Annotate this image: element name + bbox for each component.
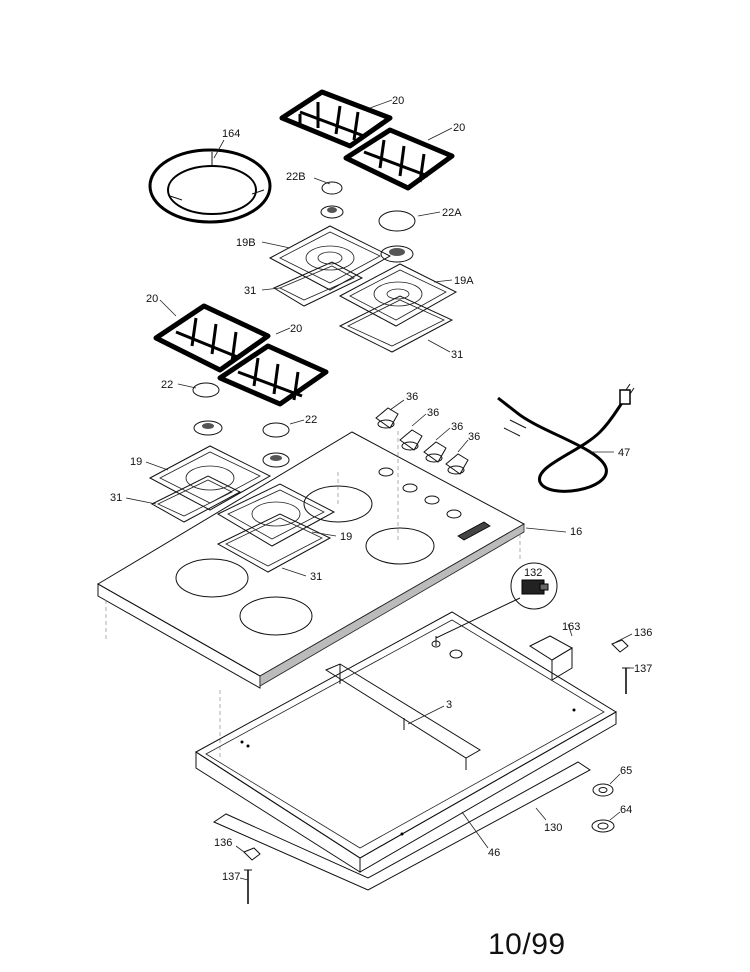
control-knob-4 xyxy=(445,453,469,475)
control-knob-2 xyxy=(399,429,423,451)
burner-cap-22-left xyxy=(192,382,220,398)
cross-bar-3 xyxy=(324,663,481,770)
gasket-31-mid-right xyxy=(216,513,332,573)
callout-31: 31 xyxy=(451,349,463,361)
callout-132: 132 xyxy=(524,567,542,579)
burner-head-mid-right xyxy=(262,452,290,468)
leader-lines xyxy=(125,99,634,881)
power-cord xyxy=(497,383,635,493)
callout-22A: 22A xyxy=(442,207,462,219)
burner-head-small-top xyxy=(320,205,344,219)
callout-47: 47 xyxy=(618,447,630,459)
callout-22B: 22B xyxy=(286,171,306,183)
gasket-31-top-right xyxy=(338,295,454,353)
burner-head-large-top xyxy=(380,245,414,263)
part-64 xyxy=(591,819,615,833)
alignment-lines xyxy=(105,430,521,760)
callout-163: 163 xyxy=(562,621,580,633)
callout-22: 22 xyxy=(161,379,173,391)
callout-164: 164 xyxy=(222,128,240,140)
control-knob-3 xyxy=(423,441,447,463)
cooktop-glass xyxy=(97,431,526,689)
burner-pan-19A xyxy=(338,263,458,327)
callout-19: 19 xyxy=(340,531,352,543)
callout-36: 36 xyxy=(427,407,439,419)
grate-top-left xyxy=(279,89,393,149)
callout-31: 31 xyxy=(310,571,322,583)
callout-137: 137 xyxy=(222,871,240,883)
control-knob-1 xyxy=(375,407,399,429)
gasket-31-mid-left xyxy=(150,475,242,523)
valve-132 xyxy=(435,562,558,639)
callout-19A: 19A xyxy=(454,275,474,287)
callout-65: 65 xyxy=(620,765,632,777)
grate-mid-right xyxy=(217,343,329,407)
callout-36: 36 xyxy=(468,431,480,443)
grate-top-right xyxy=(343,127,455,191)
grate-mid-left xyxy=(153,303,271,373)
burner-cap-22B xyxy=(321,181,343,195)
part-65 xyxy=(592,783,614,797)
base-pan xyxy=(195,611,617,873)
callout-36: 36 xyxy=(451,421,463,433)
callout-16: 16 xyxy=(570,526,582,538)
bracket-163 xyxy=(528,635,574,681)
callout-31: 31 xyxy=(244,285,256,297)
callout-136: 136 xyxy=(634,627,652,639)
clip-136-left xyxy=(243,847,261,861)
callout-19B: 19B xyxy=(236,237,256,249)
callout-20: 20 xyxy=(392,95,404,107)
burner-pan-19B xyxy=(268,225,392,291)
callout-136: 136 xyxy=(214,837,232,849)
callout-19: 19 xyxy=(130,456,142,468)
screw-137-right xyxy=(622,667,630,694)
gasket-31-top-left xyxy=(272,261,364,307)
burner-pan-19-left xyxy=(148,445,272,511)
burner-head-mid-left xyxy=(193,420,223,436)
callout-20: 20 xyxy=(290,323,302,335)
callout-3: 3 xyxy=(446,699,452,711)
callout-46: 46 xyxy=(488,847,500,859)
burner-cap-22A xyxy=(378,210,416,232)
callout-22: 22 xyxy=(305,414,317,426)
wok-ring xyxy=(148,148,272,224)
screw-137-left xyxy=(244,869,252,904)
callout-137: 137 xyxy=(634,663,652,675)
burner-pan-19-right xyxy=(216,483,336,547)
footer-date: 10/99 xyxy=(488,928,566,961)
callout-20: 20 xyxy=(453,122,465,134)
burner-cap-22-right xyxy=(262,422,290,438)
clip-136-right xyxy=(611,639,629,653)
bottom-gasket xyxy=(212,761,591,891)
callout-31: 31 xyxy=(110,492,122,504)
callout-20: 20 xyxy=(146,293,158,305)
callout-64: 64 xyxy=(620,804,632,816)
callout-130: 130 xyxy=(544,822,562,834)
callout-36: 36 xyxy=(406,391,418,403)
